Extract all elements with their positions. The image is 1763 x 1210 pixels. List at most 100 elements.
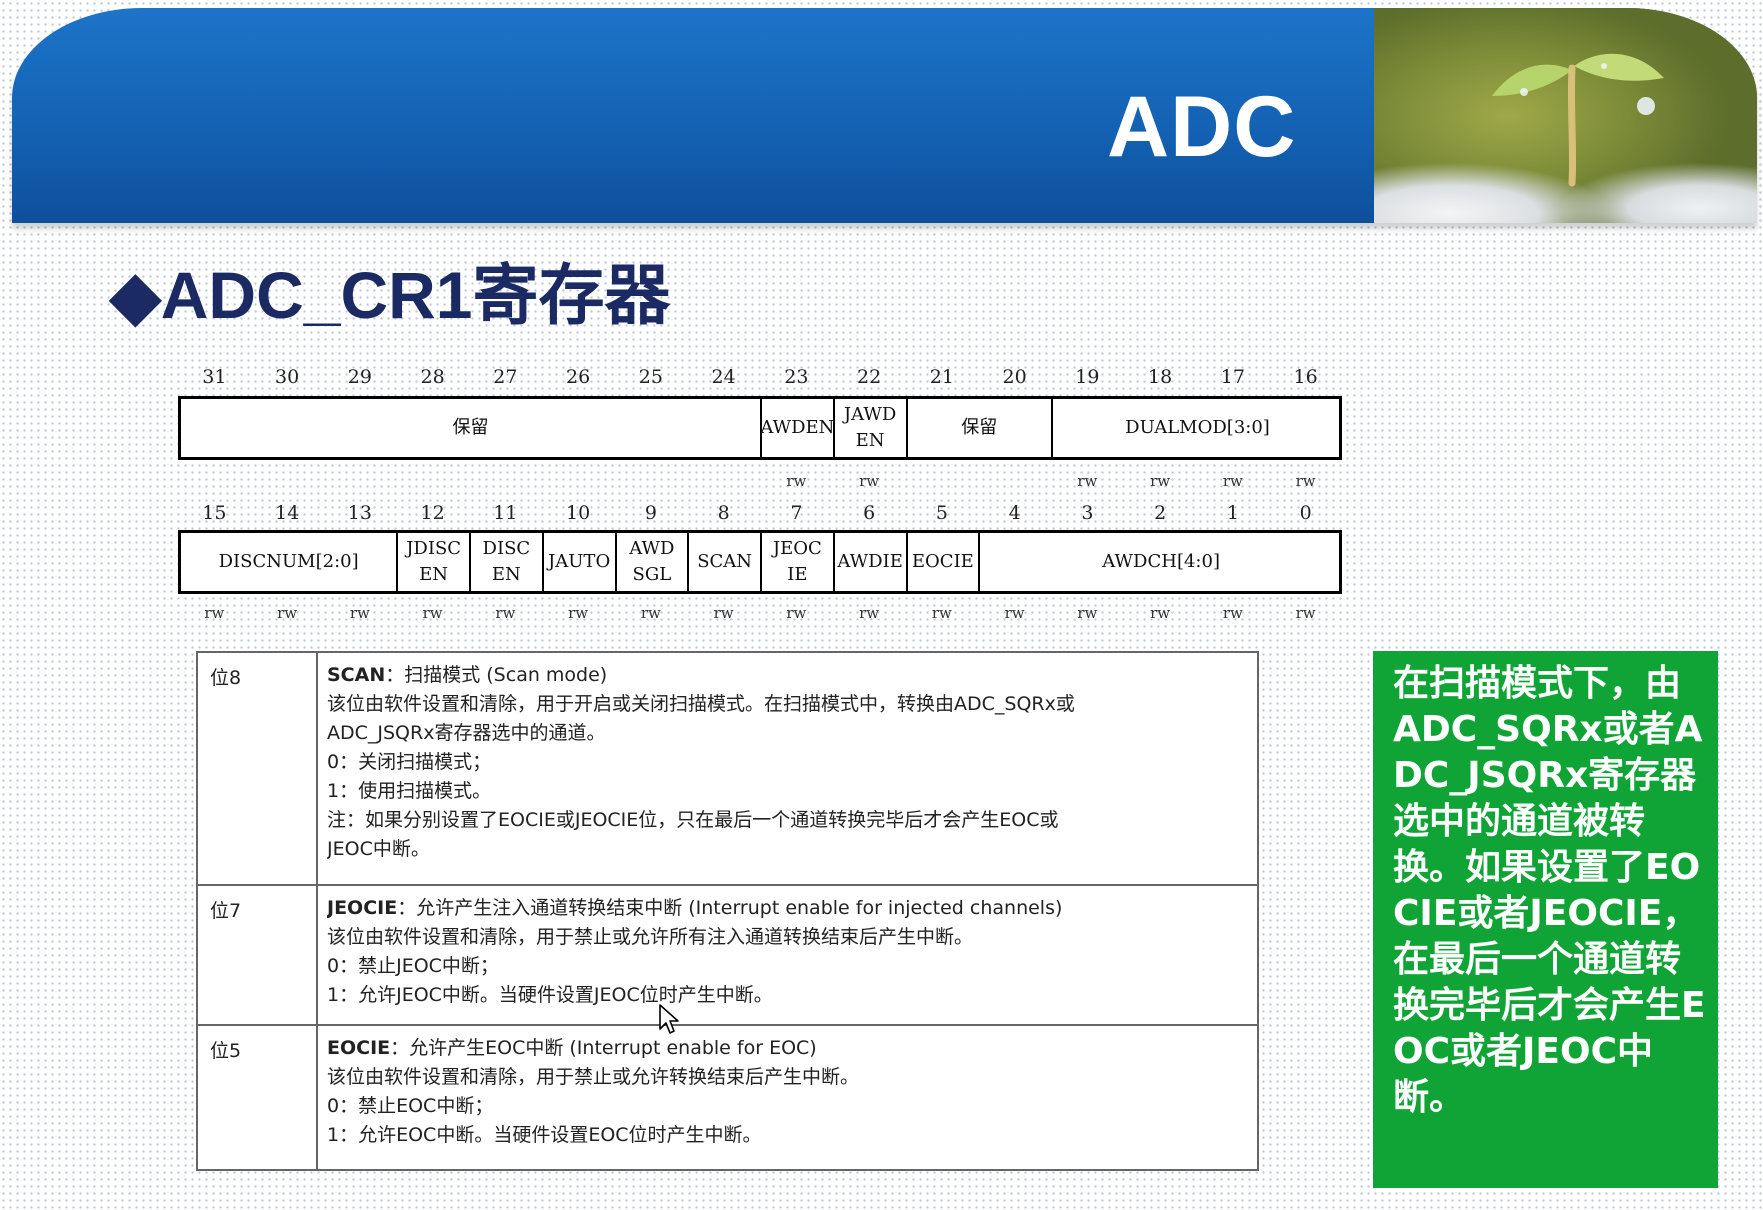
bit-number: 22 bbox=[857, 366, 882, 388]
access-label: rw bbox=[1295, 604, 1316, 622]
access-label: rw bbox=[1222, 604, 1243, 622]
description-line: 注：如果分别设置了EOCIE或JEOCIE位，只在最后一个通道转换完毕后才会产生… bbox=[327, 809, 1059, 831]
access-label: rw bbox=[349, 604, 370, 622]
description-content: SCAN：扫描模式 (Scan mode) 该位由软件设置和清除，用于开启或关闭扫… bbox=[318, 653, 1257, 884]
diamond-bullet-icon: ◆ bbox=[110, 258, 161, 332]
description-heading: JEOCIE：允许产生注入通道转换结束中断 (Interrupt enable … bbox=[327, 894, 1249, 923]
description-line: 1：允许JEOC中断。当硬件设置JEOC位时产生中断。 bbox=[327, 984, 773, 1006]
description-line: 该位由软件设置和清除，用于禁止或允许所有注入通道转换结束后产生中断。 bbox=[327, 926, 974, 948]
access-label: rw bbox=[640, 604, 661, 622]
access-label: rw bbox=[786, 604, 807, 622]
bit-number: 8 bbox=[717, 502, 730, 524]
description-content: EOCIE：允许产生EOC中断 (Interrupt enable for EO… bbox=[318, 1026, 1257, 1169]
register-field: JDISC EN bbox=[396, 533, 469, 591]
bit-field-title: ：扫描模式 (Scan mode) bbox=[385, 664, 608, 686]
bit-number: 13 bbox=[347, 502, 372, 524]
bit-field-title: ：允许产生EOC中断 (Interrupt enable for EOC) bbox=[390, 1037, 817, 1059]
access-label: rw bbox=[277, 604, 298, 622]
bit-number: 7 bbox=[790, 502, 803, 524]
sprout-illustration bbox=[1492, 53, 1664, 187]
description-heading: EOCIE：允许产生EOC中断 (Interrupt enable for EO… bbox=[327, 1034, 1249, 1063]
bit-number: 0 bbox=[1299, 502, 1312, 524]
header-title: ADC bbox=[1107, 79, 1297, 175]
access-label: rw bbox=[931, 604, 952, 622]
bit-number: 21 bbox=[929, 366, 954, 388]
bit-field-name: SCAN bbox=[327, 664, 386, 686]
access-label: rw bbox=[1004, 604, 1025, 622]
access-label: rw bbox=[1077, 472, 1098, 490]
description-line: 1：允许EOC中断。当硬件设置EOC位时产生中断。 bbox=[327, 1124, 762, 1146]
mouse-pointer-icon bbox=[659, 1004, 679, 1034]
register-field: DUALMOD[3:0] bbox=[1051, 399, 1342, 457]
section-title: ◆ADC_CR1寄存器 bbox=[110, 262, 671, 328]
register-field: SCAN bbox=[687, 533, 760, 591]
register-field: 保留 bbox=[452, 416, 489, 438]
description-line: 1：使用扫描模式。 bbox=[327, 780, 492, 802]
access-label: rw bbox=[1077, 604, 1098, 622]
register-field: JEOC IE bbox=[760, 533, 833, 591]
section-title-text: ADC_CR1寄存器 bbox=[160, 258, 671, 332]
bit-number: 31 bbox=[202, 366, 227, 388]
bit-number: 17 bbox=[1220, 366, 1245, 388]
bit-number: 10 bbox=[566, 502, 591, 524]
bit-number: 9 bbox=[644, 502, 657, 524]
description-line: 0：禁止EOC中断； bbox=[327, 1095, 494, 1117]
bit-number: 1 bbox=[1226, 502, 1239, 524]
access-label: rw bbox=[859, 472, 880, 490]
access-label: rw bbox=[1222, 472, 1243, 490]
register-field: 保留 bbox=[905, 399, 1052, 457]
bit-number: 30 bbox=[275, 366, 300, 388]
access-label: rw bbox=[859, 604, 880, 622]
description-line: 0：禁止JEOC中断； bbox=[327, 955, 499, 977]
bit-number: 29 bbox=[347, 366, 372, 388]
bit-position: 位5 bbox=[198, 1026, 318, 1169]
bit-number: 25 bbox=[638, 366, 663, 388]
register-field: DISC EN bbox=[469, 533, 542, 591]
bit-number: 20 bbox=[1002, 366, 1027, 388]
access-label: rw bbox=[1150, 604, 1171, 622]
register-field: AWDIE bbox=[832, 533, 906, 591]
bit-number: 12 bbox=[420, 502, 445, 524]
bit-position: 位8 bbox=[198, 653, 318, 884]
access-label: rw bbox=[713, 604, 734, 622]
access-label: rw bbox=[786, 472, 807, 490]
bit-number: 18 bbox=[1148, 366, 1173, 388]
description-line: 该位由软件设置和清除，用于开启或关闭扫描模式。在扫描模式中，转换由ADC_SQR… bbox=[327, 693, 1075, 715]
register-field: AWDEN bbox=[760, 399, 834, 457]
access-label: rw bbox=[568, 604, 589, 622]
bit-number: 24 bbox=[711, 366, 736, 388]
plant-photo bbox=[1374, 8, 1757, 223]
bit-number: 16 bbox=[1293, 366, 1318, 388]
register-field: JAWD EN bbox=[832, 399, 906, 457]
bit-number: 19 bbox=[1075, 366, 1100, 388]
description-row: 位8 SCAN：扫描模式 (Scan mode) 该位由软件设置和清除，用于开启或关… bbox=[198, 653, 1257, 886]
bit-number: 2 bbox=[1154, 502, 1167, 524]
access-label: rw bbox=[204, 604, 225, 622]
description-row: 位5 EOCIE：允许产生EOC中断 (Interrupt enable for … bbox=[198, 1026, 1257, 1169]
bit-field-name: EOCIE bbox=[327, 1037, 391, 1059]
bit-position: 位7 bbox=[198, 886, 318, 1024]
bit-number: 15 bbox=[202, 502, 227, 524]
description-line: 该位由软件设置和清除，用于禁止或允许转换结束后产生中断。 bbox=[327, 1066, 860, 1088]
bit-number: 14 bbox=[275, 502, 300, 524]
bit-number: 11 bbox=[493, 502, 518, 524]
access-label: rw bbox=[1295, 472, 1316, 490]
access-label: rw bbox=[422, 604, 443, 622]
register-field: AWD SGL bbox=[614, 533, 688, 591]
bit-number: 26 bbox=[566, 366, 591, 388]
register-field: DISCNUM[2:0] bbox=[218, 550, 359, 572]
note-box: 在扫描模式下，由ADC_SQRx或者ADC_JSQRx寄存器选中的通道被转换。如… bbox=[1373, 651, 1718, 1188]
description-content: JEOCIE：允许产生注入通道转换结束中断 (Interrupt enable … bbox=[318, 886, 1257, 1024]
description-line: JEOC中断。 bbox=[327, 838, 430, 860]
bit-number: 6 bbox=[863, 502, 876, 524]
bit-number: 23 bbox=[784, 366, 809, 388]
bit-field-name: JEOCIE bbox=[327, 897, 398, 919]
bit-number: 4 bbox=[1008, 502, 1021, 524]
register-field: EOCIE bbox=[905, 533, 979, 591]
header-banner: ADC bbox=[12, 8, 1757, 223]
description-line: ADC_JSQRx寄存器选中的通道。 bbox=[327, 722, 606, 744]
bit-field-title: ：允许产生注入通道转换结束中断 (Interrupt enable for in… bbox=[397, 897, 1063, 919]
